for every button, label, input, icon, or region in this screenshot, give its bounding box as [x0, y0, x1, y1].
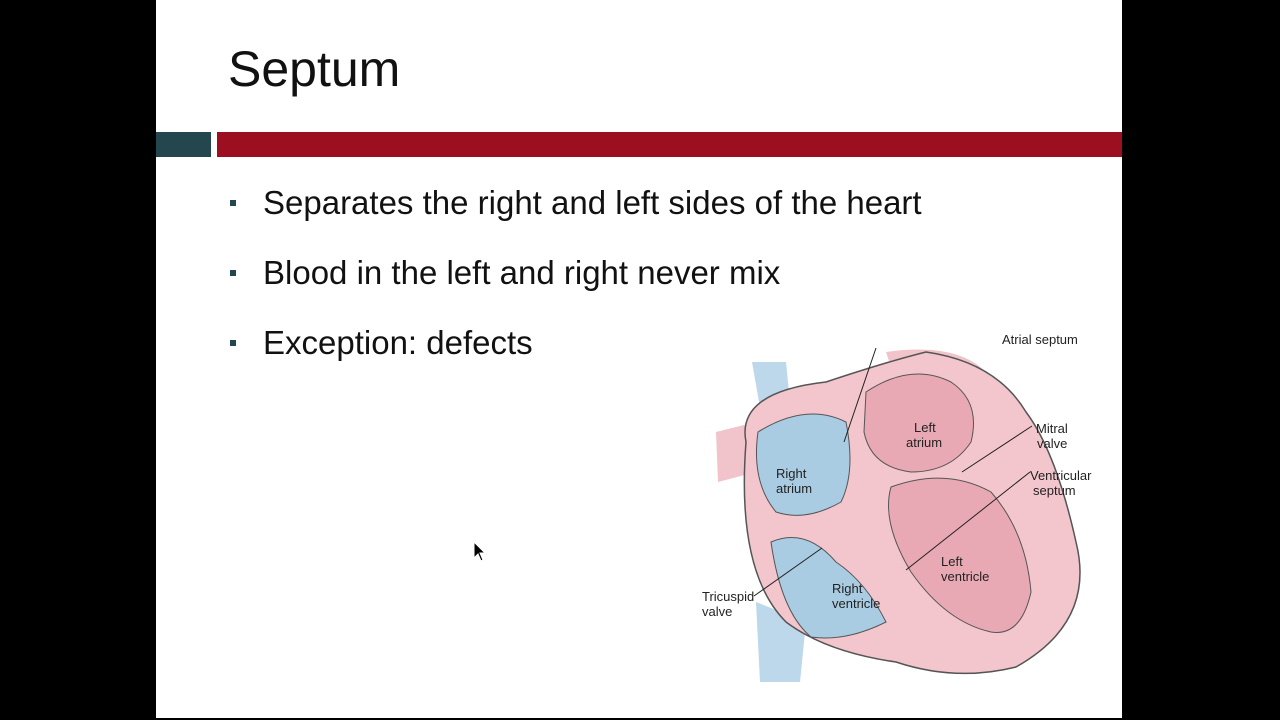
left-ventricle-label: Left: [941, 554, 963, 569]
slide: Septum Separates the right and left side…: [156, 0, 1122, 718]
label-leader-line: [905, 471, 1031, 571]
bullet-square-icon: [230, 270, 236, 276]
right-atrium-label: atrium: [776, 481, 812, 496]
right-atrium-label: Right: [776, 466, 807, 481]
bullet-square-icon: [230, 340, 236, 346]
tricuspid-valve-label: valve: [702, 604, 732, 619]
ventricular-septum-label: Ventricular: [1030, 468, 1092, 483]
title-bar-accent: [156, 132, 211, 157]
right-ventricle-label: Right: [832, 581, 863, 596]
left-atrium-label: atrium: [906, 435, 942, 450]
left-atrium-chamber: [863, 373, 974, 473]
atrial-septum-label: Atrial septum: [1002, 332, 1078, 347]
tricuspid-valve-label: Tricuspid: [702, 589, 754, 604]
right-atrium-chamber: [755, 413, 851, 516]
title-bar: [217, 132, 1122, 157]
left-atrium-label: Left: [914, 420, 936, 435]
right-ventricle-chamber: [770, 537, 887, 639]
label-leader-line: [753, 547, 823, 597]
mitral-valve-label: Mitral: [1036, 421, 1068, 436]
bullet-square-icon: [230, 200, 236, 206]
heart-diagram: Atrial septum Left atrium Mitral valve V…: [702, 332, 1092, 682]
label-leader-line: [843, 347, 877, 443]
left-ventricle-label: ventricle: [941, 569, 989, 584]
left-ventricle-chamber: [888, 477, 1032, 633]
slide-title: Septum: [228, 41, 401, 97]
right-ventricle-label: ventricle: [832, 596, 880, 611]
mitral-valve-label: valve: [1037, 436, 1067, 451]
ventricular-septum-label: septum: [1033, 483, 1076, 498]
mouse-pointer-icon: [473, 541, 487, 562]
label-leader-line: [961, 425, 1033, 473]
